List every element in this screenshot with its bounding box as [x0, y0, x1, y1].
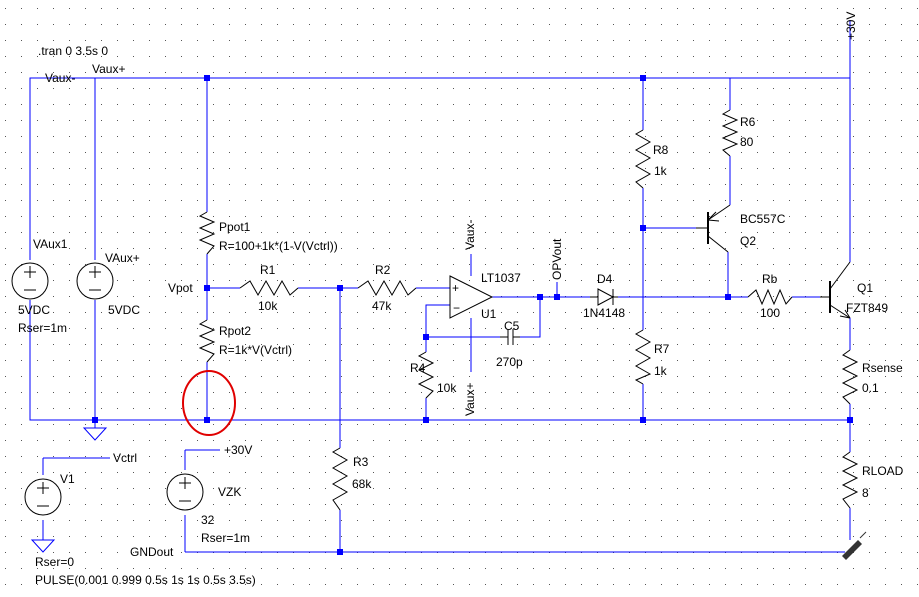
- r2-value: 47k: [372, 299, 392, 313]
- vauxp-value: 5VDC: [108, 303, 140, 317]
- resistor-r4[interactable]: [417, 351, 435, 399]
- rpot2-value: R=1k*V(Vctrl): [219, 343, 292, 357]
- vaux1-value: 5VDC: [18, 303, 50, 317]
- resistor-rload[interactable]: [841, 451, 859, 509]
- resistor-r3[interactable]: [331, 447, 349, 511]
- capacitor-c5[interactable]: [500, 329, 520, 345]
- resistor-rsense[interactable]: [841, 349, 859, 405]
- q1-value: FZT849: [846, 301, 888, 315]
- diode-d4[interactable]: [590, 288, 618, 306]
- r3-name: R3: [353, 455, 369, 469]
- resistor-r2[interactable]: [357, 279, 417, 297]
- vzk-value: 32: [201, 513, 215, 527]
- resistor-ppot1[interactable]: [198, 211, 216, 255]
- source-vaux1[interactable]: [11, 262, 49, 300]
- u1-value: LT1037: [481, 271, 521, 285]
- wires: [29, 20, 851, 553]
- ppot1-name: Ppot1: [219, 220, 251, 234]
- q2-name: Q2: [740, 234, 756, 248]
- highlight-ellipse: [182, 370, 236, 436]
- v1-value: Rser=0: [35, 555, 74, 569]
- r7-value: 1k: [654, 364, 668, 378]
- vzk-extra: Rser=1m: [201, 531, 250, 545]
- r1-name: R1: [260, 263, 276, 277]
- resistor-r1[interactable]: [239, 279, 299, 297]
- junctions: [92, 75, 853, 555]
- net-opvout: OPVout: [550, 238, 564, 280]
- net-gndout: GNDout: [130, 545, 174, 559]
- rsense-name: Rsense: [862, 361, 903, 375]
- r4-value: 10k: [437, 381, 457, 395]
- ppot1-value: R=100+1k*(1-V(Vctrl)): [219, 239, 338, 253]
- op-neg-supply: Vaux-: [463, 220, 477, 250]
- net-vaux-minus: Vaux-: [45, 71, 75, 85]
- q1-name: Q1: [857, 281, 873, 295]
- transistor-q1[interactable]: [820, 261, 851, 319]
- c5-name: C5: [504, 319, 520, 333]
- net-vctrl: Vctrl: [113, 451, 137, 465]
- resistor-rpot2[interactable]: [198, 319, 216, 363]
- rload-name: RLOAD: [862, 464, 904, 478]
- rpot2-name: Rpot2: [219, 324, 251, 338]
- vauxp-name: VAux+: [105, 251, 140, 265]
- opamp-u1[interactable]: + −: [449, 275, 494, 319]
- r2-name: R2: [375, 263, 391, 277]
- ground-symbol-2: [30, 539, 56, 553]
- transistor-q2[interactable]: [696, 204, 731, 253]
- svg-text:+: +: [452, 281, 459, 295]
- op-pos-supply: Vaux+: [463, 383, 477, 416]
- r8-name: R8: [653, 143, 669, 157]
- ground-symbol-1: [82, 427, 108, 441]
- probe-icon: [842, 531, 867, 560]
- tran-directive[interactable]: .tran 0 3.5s 0: [38, 44, 108, 58]
- vaux1-extra: Rser=1m: [18, 321, 67, 335]
- r8-value: 1k: [654, 164, 668, 178]
- r1-value: 10k: [258, 299, 278, 313]
- d4-name: D4: [597, 272, 613, 286]
- resistor-r7[interactable]: [634, 329, 652, 385]
- source-vauxp[interactable]: [76, 262, 114, 300]
- rb-value: 100: [760, 306, 780, 320]
- d4-value: 1N4148: [583, 306, 625, 320]
- r3-value: 68k: [352, 477, 372, 491]
- resistor-rb[interactable]: [747, 288, 793, 306]
- v1-extra: PULSE(0.001 0.999 0.5s 1s 1s 0.5s 3.5s): [35, 573, 256, 587]
- v1-name: V1: [60, 472, 75, 486]
- r7-name: R7: [654, 342, 670, 356]
- source-v1[interactable]: [24, 478, 62, 516]
- resistor-r6[interactable]: [721, 109, 739, 157]
- resistor-r8[interactable]: [634, 129, 652, 189]
- svg-text:−: −: [453, 301, 460, 315]
- r4-name: R4: [410, 361, 426, 375]
- net-v30-top: +30V: [844, 12, 858, 40]
- net-vpot: Vpot: [168, 281, 193, 295]
- rload-value: 8: [862, 486, 869, 500]
- net-v30-vzk: +30V: [224, 443, 252, 457]
- vaux1-name: VAux1: [33, 237, 68, 251]
- rsense-value: 0.1: [862, 381, 879, 395]
- c5-value: 270p: [496, 355, 523, 369]
- source-vzk[interactable]: [166, 473, 204, 511]
- net-vaux-plus: Vaux+: [92, 62, 125, 76]
- q2-value: BC557C: [740, 212, 786, 226]
- labels: .tran 0 3.5s 0 Vaux- Vaux+ VAux1 5VDC Rs…: [18, 12, 904, 587]
- rb-name: Rb: [762, 272, 778, 286]
- r6-name: R6: [740, 115, 756, 129]
- r6-value: 80: [740, 135, 754, 149]
- u1-name: U1: [481, 307, 497, 321]
- vzk-name: VZK: [218, 485, 241, 499]
